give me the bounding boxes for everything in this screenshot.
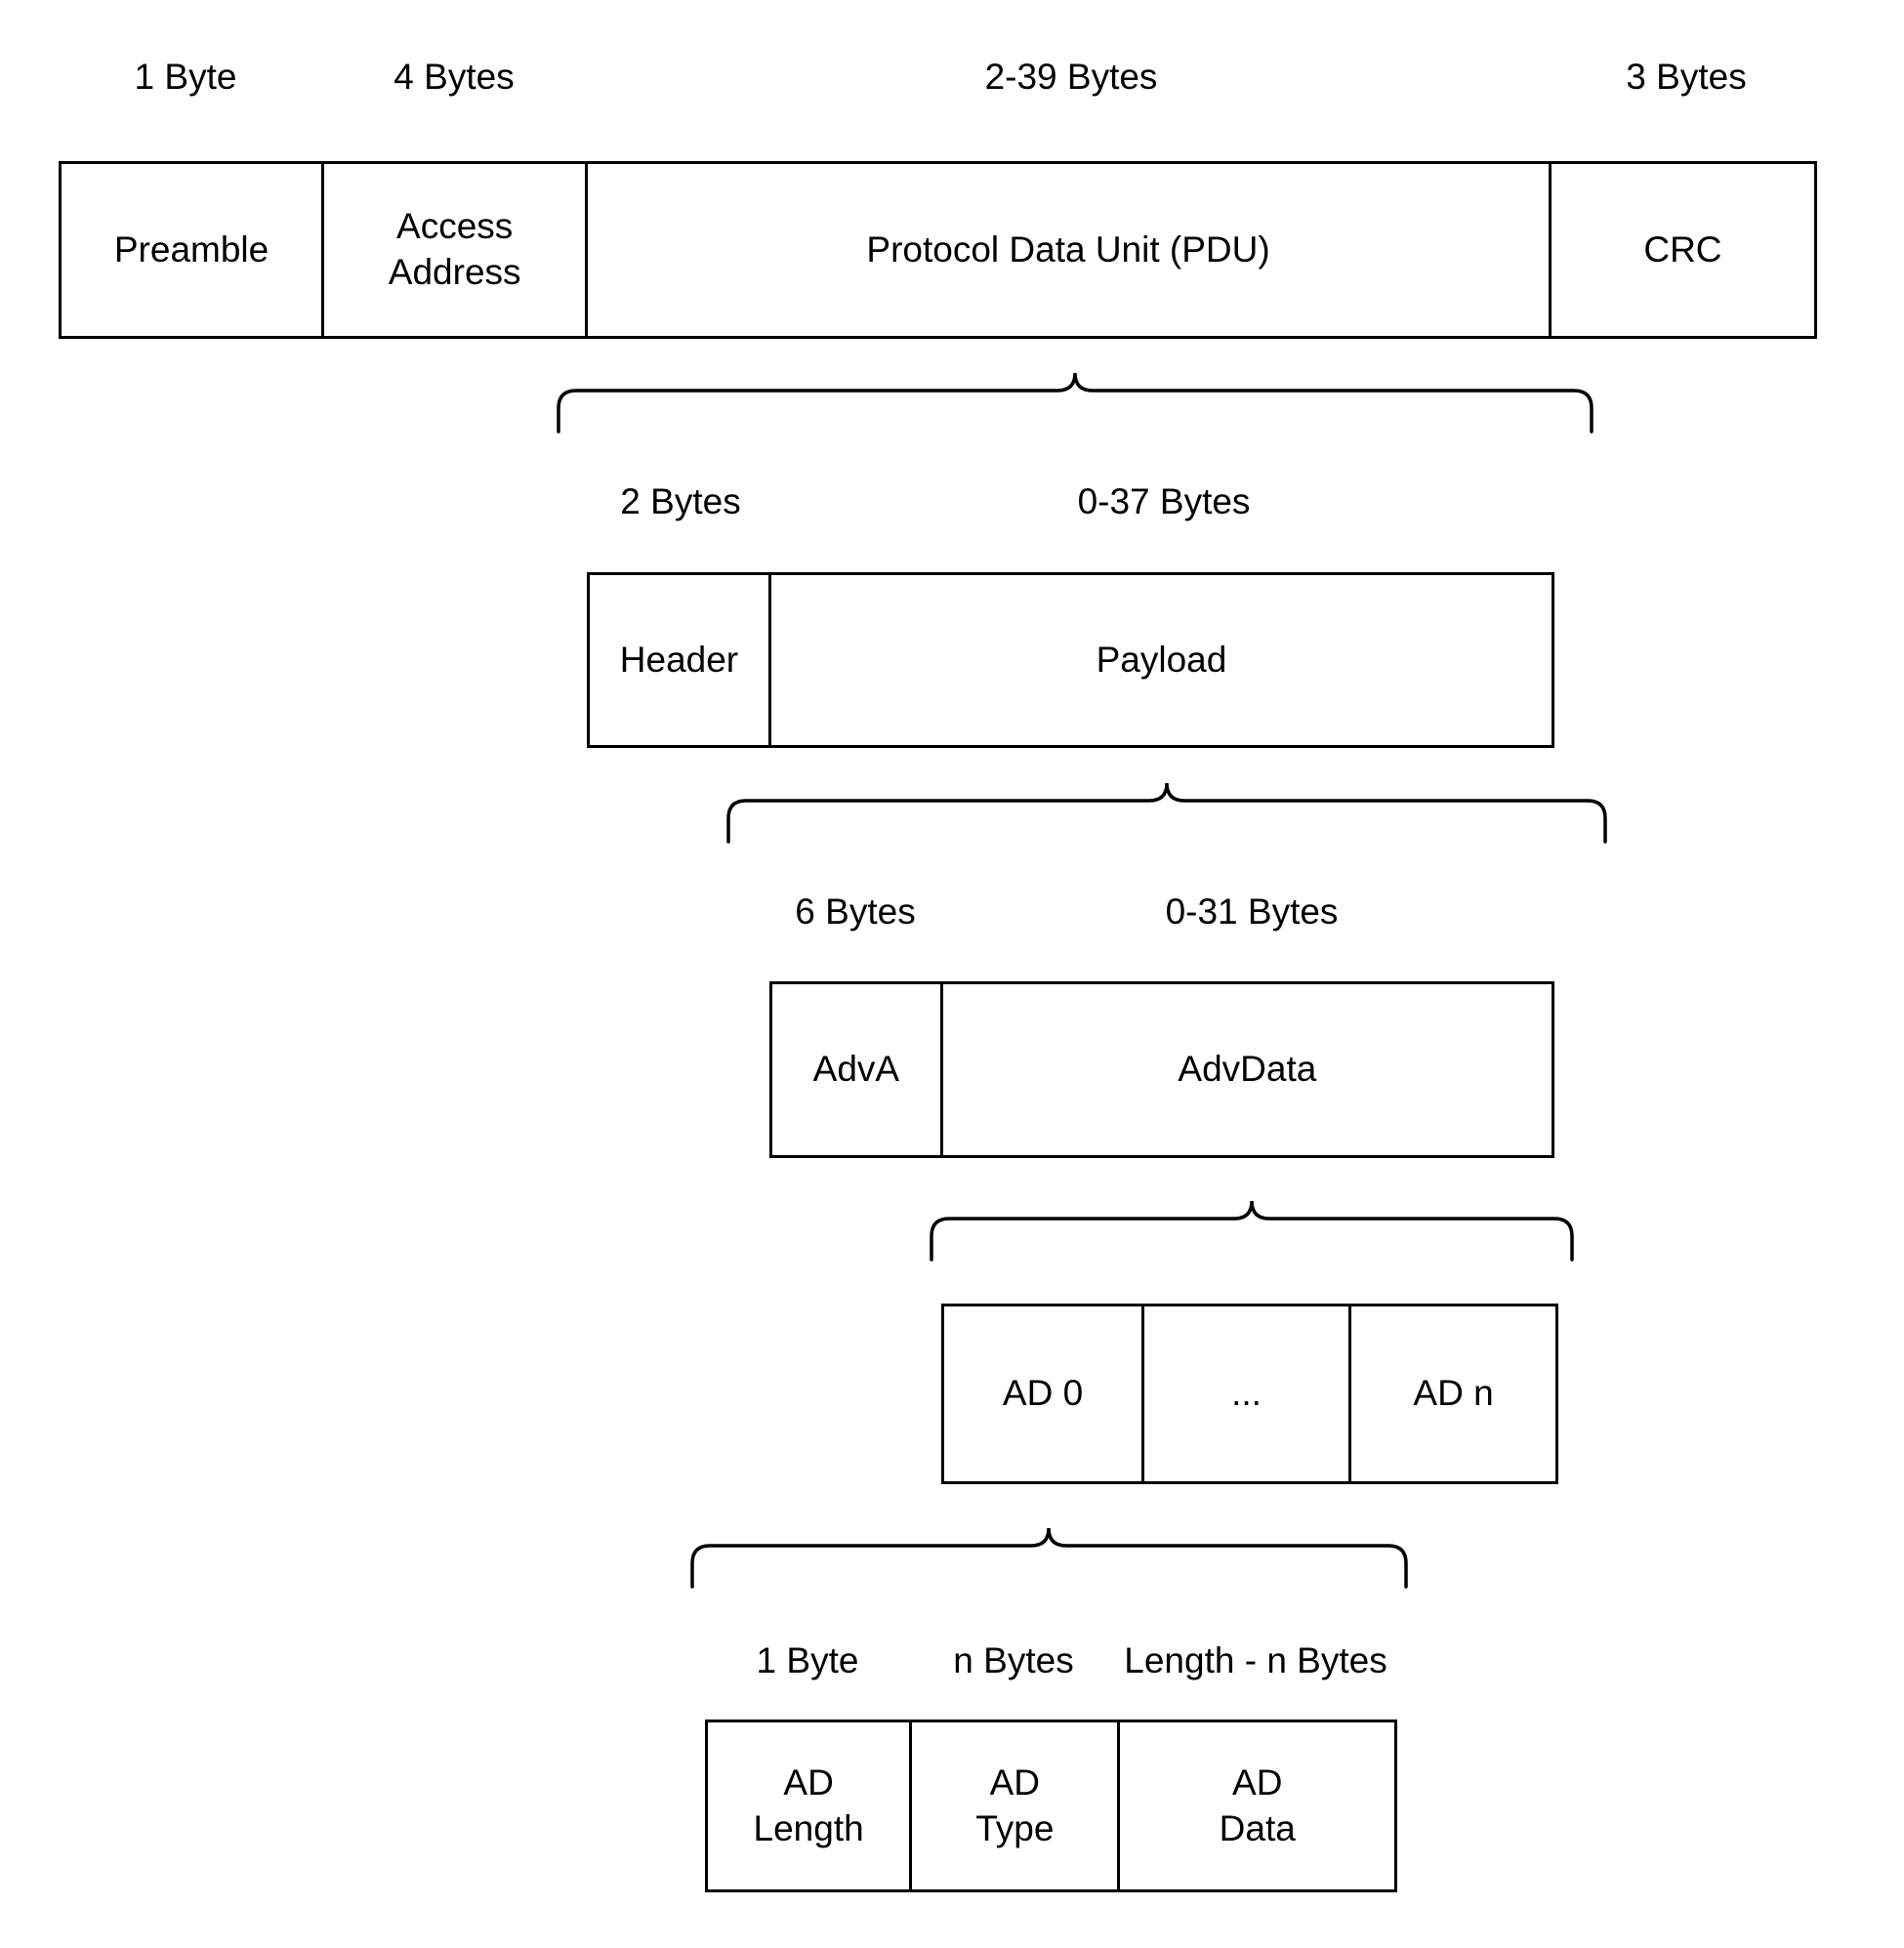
size-label-crc: 3 Bytes (1626, 57, 1747, 97)
field-payload: Payload (1096, 639, 1227, 680)
field-ad-data: AD Data (1219, 1761, 1296, 1848)
brace-advdata-expand (930, 1199, 1574, 1262)
size-label-ad-data: Length - n Bytes (1124, 1640, 1387, 1680)
row-ad-structure: AD Length AD Type AD Data (705, 1720, 1397, 1892)
size-label-ad-length: 1 Byte (756, 1640, 859, 1680)
brace-ad-expand (690, 1526, 1408, 1589)
field-adva: AdvA (772, 984, 943, 1155)
size-label-advdata: 0-31 Bytes (1165, 891, 1339, 932)
size-label-header: 2 Bytes (620, 481, 741, 521)
field-ad-length: AD Length (708, 1722, 913, 1889)
field-protocol-data-unit: Protocol Data Unit (PDU) (588, 164, 1552, 336)
size-label-payload: 0-37 Bytes (1077, 481, 1251, 521)
field-crc: CRC (1643, 228, 1722, 269)
field-ad-type: AD Type (912, 1722, 1121, 1889)
size-label-ad-type: n Bytes (953, 1640, 1074, 1680)
size-label-preamble: 1 Byte (134, 57, 237, 97)
size-label-pdu: 2-39 Bytes (984, 57, 1158, 97)
brace-pdu-expand (557, 371, 1594, 434)
field-access-address: Access Address (324, 164, 589, 336)
row-link-layer-packet: Preamble Access Address Protocol Data Un… (59, 161, 1817, 339)
size-label-access-address: 4 Bytes (393, 57, 515, 97)
field-header: Header (590, 575, 771, 745)
size-label-adva: 6 Bytes (795, 891, 916, 932)
row-pdu: Header Payload (587, 572, 1554, 748)
field-ad-ellipsis: ... (1144, 1306, 1352, 1481)
brace-payload-expand (726, 781, 1607, 844)
field-advdata: AdvData (1178, 1049, 1317, 1090)
field-preamble: Preamble (62, 164, 325, 336)
field-ad-n: AD n (1413, 1373, 1494, 1414)
row-payload: AdvA AdvData (769, 981, 1554, 1158)
field-ad-0: AD 0 (944, 1306, 1145, 1481)
row-advdata-structures: AD 0 ... AD n (941, 1304, 1558, 1484)
